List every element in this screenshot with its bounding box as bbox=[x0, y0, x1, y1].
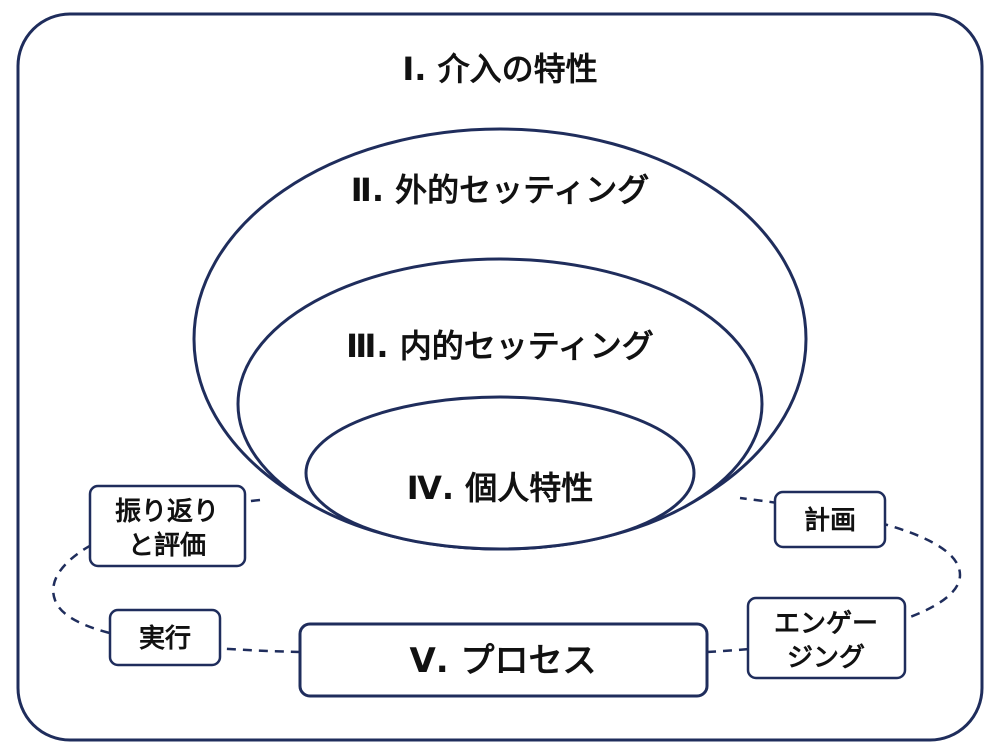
step-execute-box bbox=[108, 608, 222, 667]
level1-label: Ⅰ. 介入の特性 bbox=[402, 50, 597, 88]
step-engage-line1: エンゲー bbox=[774, 609, 878, 639]
step-engage-box bbox=[746, 596, 907, 680]
step-engage-line2: ジング bbox=[787, 643, 865, 673]
step-plan-box bbox=[773, 490, 887, 549]
step-reflect-box bbox=[88, 484, 247, 568]
level2-label: Ⅱ. 外的セッティング bbox=[351, 171, 649, 209]
level4-ellipse bbox=[304, 395, 696, 551]
step-reflect-line1: 振り返り bbox=[115, 497, 219, 527]
process-box bbox=[298, 622, 709, 698]
step-plan-label: 計画 bbox=[804, 505, 856, 536]
level1-frame bbox=[16, 12, 984, 742]
step-execute-label: 実行 bbox=[139, 623, 191, 654]
step-reflect-line2: と評価 bbox=[128, 530, 206, 561]
level3-label: Ⅲ. 内的セッティング bbox=[346, 327, 654, 365]
level5-label: Ⅴ. プロセス bbox=[409, 641, 596, 681]
level4-label: Ⅳ. 個人特性 bbox=[407, 469, 593, 507]
